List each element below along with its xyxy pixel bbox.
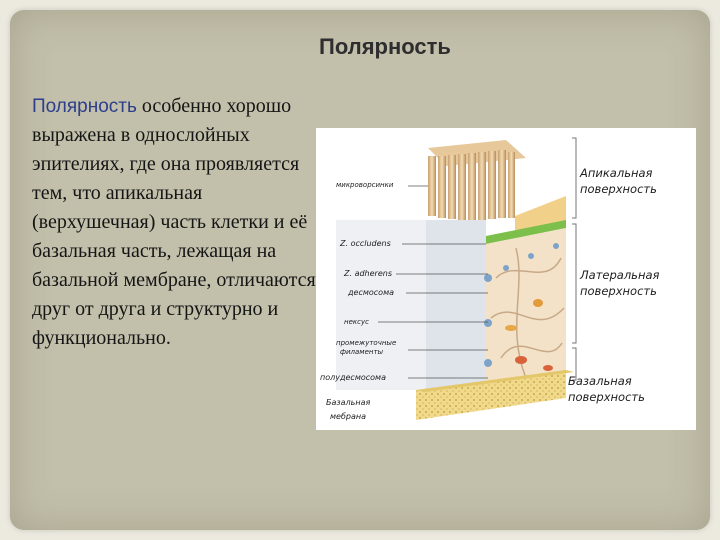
label-z-adherens: Z. adherens	[344, 269, 392, 278]
basal-membrane-block	[416, 370, 566, 420]
tight-junction-band	[486, 220, 566, 244]
label-apical-line1: Апикальная	[580, 166, 653, 180]
label-filaments-line1: промежуточные	[336, 339, 397, 347]
intermediate-filaments	[490, 247, 565, 379]
label-apical-line2: поверхность	[580, 182, 657, 196]
slide-title: Полярность	[319, 34, 451, 59]
cell-cut-interior	[486, 228, 566, 390]
label-z-occludens: Z. occludens	[340, 239, 391, 248]
desmosome-dots	[484, 243, 559, 367]
label-hemidesmosome: полудесмосома	[320, 373, 386, 382]
epithelium-illustration	[336, 137, 577, 420]
label-lateral-line2: поверхность	[580, 284, 657, 298]
label-microvilli: микроворсинки	[336, 181, 394, 189]
label-basal-membrane-line1: Базальная	[326, 398, 371, 407]
organelle	[533, 299, 543, 307]
label-basal-membrane-line2: мебрана	[330, 412, 367, 421]
microvilli	[428, 150, 515, 220]
label-basal-line1: Базальная	[568, 374, 632, 388]
label-filaments-line2: филаменты	[340, 348, 384, 356]
surface-brackets	[572, 137, 577, 381]
label-basal-line2: поверхность	[568, 390, 645, 404]
label-desmosome: десмосома	[348, 288, 395, 297]
label-nexus: нексус	[344, 318, 369, 326]
label-leader-lines	[378, 185, 488, 379]
paragraph-text: особенно хорошо выражена в однослойных э…	[32, 95, 316, 349]
label-lateral-line1: Латеральная	[580, 268, 660, 282]
paragraph-lead-term: Полярность	[32, 96, 137, 117]
body-paragraph: Полярность особенно хорошо выражена в од…	[32, 92, 322, 353]
epithelium-diagram: микроворсинки Z. occludens Z. adherens д…	[316, 128, 696, 430]
